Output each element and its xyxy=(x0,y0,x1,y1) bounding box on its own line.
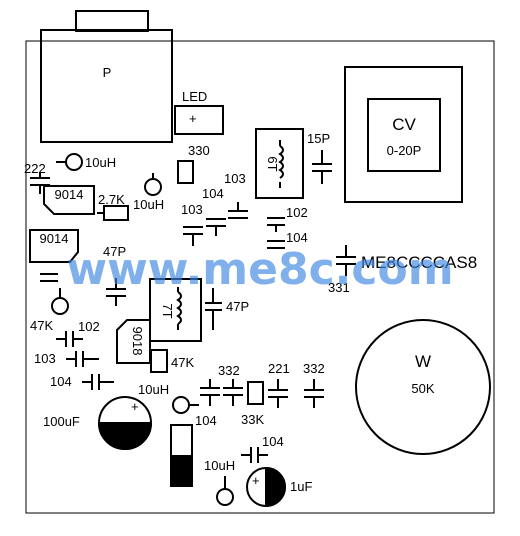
resistor-33k-label: 33K xyxy=(241,412,264,427)
cap-15p xyxy=(312,150,332,184)
inductor-10uh-a-label: 10uH xyxy=(85,155,116,170)
pot-value: 50K xyxy=(411,381,434,396)
cap-104-a-label: 104 xyxy=(202,186,224,201)
cap-47p-a-label: 47P xyxy=(103,244,126,259)
electrolytic-100uf-label: 100uF xyxy=(43,414,80,429)
inductor-47k-coil xyxy=(51,288,69,315)
cv-trimmer xyxy=(344,66,463,203)
electrolytic-100uf-plus: + xyxy=(131,399,139,414)
inductor-10uh-c xyxy=(172,396,199,414)
cap-330-label: 330 xyxy=(188,143,210,158)
cap-103-c xyxy=(66,351,99,367)
cv-title: CV xyxy=(392,115,416,134)
cap-221 xyxy=(268,379,288,408)
part-code: ME8CCCCAS8 xyxy=(361,253,477,272)
cap-221-label: 221 xyxy=(268,361,290,376)
transistor-9018 xyxy=(116,319,151,364)
cap-102-a xyxy=(267,217,285,232)
potentiometer-w xyxy=(355,319,491,455)
cap-103-b-label: 103 xyxy=(181,202,203,217)
led-component xyxy=(174,105,224,135)
coil-lower xyxy=(149,278,202,342)
cv-range: 0-20P xyxy=(387,143,422,158)
electrolytic-100uf xyxy=(97,396,153,450)
cap-104-c-label: 104 xyxy=(50,374,72,389)
resistor-47k-b xyxy=(150,349,168,373)
power-label: P xyxy=(103,65,112,80)
inductor-10uh-d-label: 10uH xyxy=(204,458,235,473)
cap-104-b xyxy=(267,240,285,249)
electrolytic-1uf-label: 1uF xyxy=(290,479,312,494)
cap-47p-b-label: 47P xyxy=(226,299,249,314)
resistor-2-7k-label: 2.7K xyxy=(98,192,125,207)
inductor-10uh-b xyxy=(144,173,162,196)
cap-103-a-label: 103 xyxy=(224,171,246,186)
inductor-10uh-a xyxy=(56,153,83,171)
cap-102-b xyxy=(56,331,83,347)
inductor-10uh-c-label: 10uH xyxy=(138,382,169,397)
cap-104-e xyxy=(241,447,268,463)
transistor-9014-b xyxy=(29,229,79,263)
cap-104-d-label: 104 xyxy=(195,413,217,428)
electrolytic-1uf-plus: + xyxy=(252,473,260,488)
black-block-component xyxy=(170,424,193,487)
cap-47p-b xyxy=(205,288,222,330)
transistor-9014-b-label: 9014 xyxy=(40,231,69,246)
cap-102-b-label: 102 xyxy=(78,319,100,334)
cap-222-label: 222 xyxy=(24,161,46,176)
cap-332-a-label: 332 xyxy=(218,363,240,378)
transistor-9018-label: 9018 xyxy=(130,327,145,356)
transistor-9014-a xyxy=(43,185,95,215)
pot-title: W xyxy=(415,352,431,371)
resistor-2-7k xyxy=(97,205,129,221)
coil-upper xyxy=(255,128,304,199)
board-outline xyxy=(25,40,495,514)
resistor-47k-b-label: 47K xyxy=(171,355,194,370)
power-connector xyxy=(40,10,173,143)
cap-104-a xyxy=(206,218,226,236)
inductor-10uh-d xyxy=(216,476,234,506)
transistor-9014-a-label: 9014 xyxy=(55,187,84,202)
cap-332-b-label: 332 xyxy=(303,361,325,376)
cap-104-b-label: 104 xyxy=(286,230,308,245)
cap-104-e-label: 104 xyxy=(262,434,284,449)
resistor-33k xyxy=(247,381,264,405)
watermark: www.me8c.com xyxy=(66,244,453,295)
cap-left-a xyxy=(40,273,58,282)
coil-upper-label: 6T xyxy=(265,156,280,171)
resistor-47k-a-label: 47K xyxy=(30,318,53,333)
cap-332-b xyxy=(304,379,324,408)
cap-331-label: 331 xyxy=(328,280,350,295)
led-label: LED xyxy=(182,89,207,104)
cap-104-c xyxy=(82,374,114,390)
coil-lower-label: 7T xyxy=(160,303,175,318)
inductor-10uh-b-label: 10uH xyxy=(133,197,164,212)
cap-331 xyxy=(336,245,356,276)
cap-103-a xyxy=(228,202,248,219)
cap-102-a-label: 102 xyxy=(286,205,308,220)
cap-103-c-label: 103 xyxy=(34,351,56,366)
cap-332-a xyxy=(200,379,243,406)
cap-47p-a xyxy=(106,278,126,306)
resistor-330 xyxy=(177,160,194,184)
led-plus: + xyxy=(189,111,197,126)
cap-15p-label: 15P xyxy=(307,131,330,146)
cap-103-b xyxy=(183,226,203,246)
electrolytic-1uf xyxy=(246,466,286,508)
